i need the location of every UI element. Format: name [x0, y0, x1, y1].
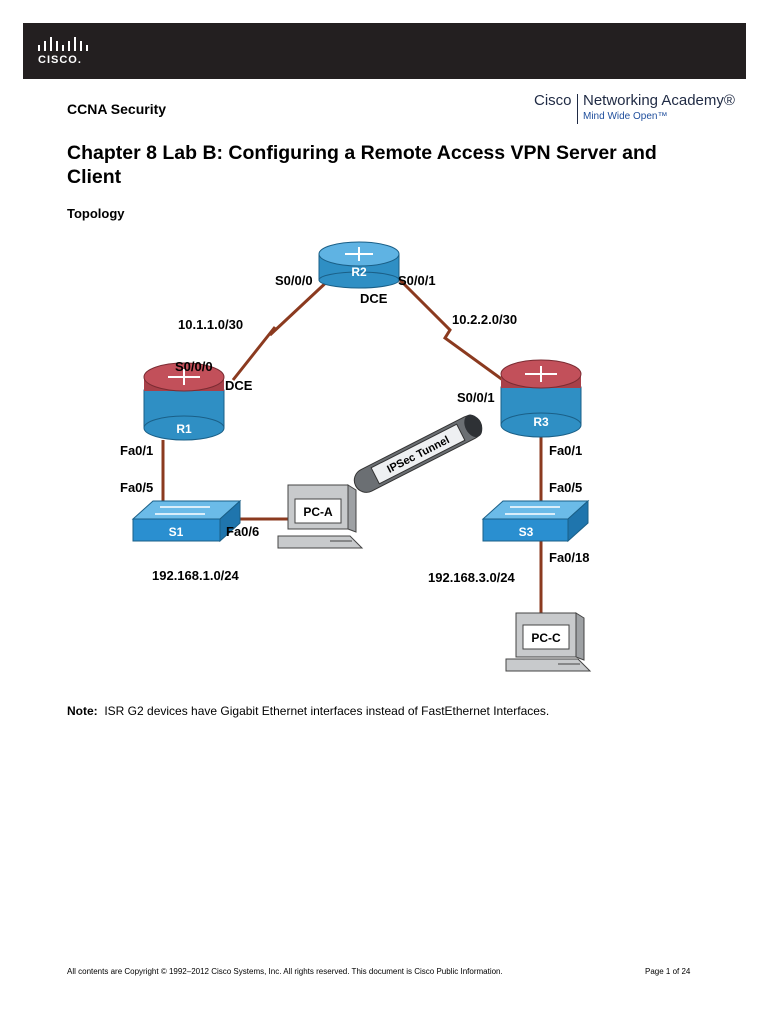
- r1-label: R1: [176, 422, 192, 436]
- router-r3: R3: [500, 359, 582, 438]
- footer-page-number: Page 1 of 24: [645, 967, 691, 976]
- pc-c: PC-C: [505, 612, 592, 672]
- course-name: CCNA Security: [67, 101, 167, 117]
- note-label: Note:: [67, 704, 98, 718]
- academy-tagline: Mind Wide Open™: [583, 111, 668, 122]
- lan3-label: 192.168.3.0/24: [428, 570, 516, 585]
- lan1-label: 192.168.1.0/24: [152, 568, 240, 583]
- section-heading: Topology: [67, 206, 125, 221]
- topology-diagram: IPSec Tunnel R2 R1 R3 S1: [120, 241, 592, 672]
- r2-s001-label: S0/0/1: [398, 273, 436, 288]
- note-text: ISR G2 devices have Gigabit Ethernet int…: [104, 704, 550, 718]
- academy-name-text: Networking Academy®: [583, 92, 735, 109]
- pca-label: PC-A: [303, 505, 333, 519]
- r3-fa01-label: Fa0/1: [549, 443, 582, 458]
- pc-a: PC-A: [277, 484, 364, 549]
- s1-label: S1: [169, 525, 184, 539]
- footer-copyright: All contents are Copyright © 1992–2012 C…: [67, 967, 503, 976]
- switch-arrows-icon: [505, 506, 560, 515]
- academy-cisco-text: Cisco: [534, 92, 572, 109]
- s3-fa05-label: Fa0/5: [549, 480, 582, 495]
- r1-fa01-label: Fa0/1: [120, 443, 153, 458]
- s3-label: S3: [519, 525, 534, 539]
- r1-dce-label: DCE: [225, 378, 253, 393]
- switch-arrows-icon: [155, 506, 210, 515]
- academy-logo: Cisco Networking Academy® Mind Wide Open…: [534, 92, 746, 128]
- switch-s1: S1: [131, 499, 242, 543]
- cisco-bars-icon: [38, 37, 88, 51]
- router-arrows-icon: [525, 366, 557, 382]
- header-bar: CISCO.: [23, 23, 746, 79]
- cisco-brand-text: CISCO.: [38, 54, 82, 66]
- r2-s000-label: S0/0/0: [275, 273, 313, 288]
- s1-fa06-label: Fa0/6: [226, 524, 259, 539]
- s3-fa018-label: Fa0/18: [549, 550, 589, 565]
- pcc-label: PC-C: [531, 631, 561, 645]
- r2-dce-label: DCE: [360, 291, 388, 306]
- serial-link-r1-r2: [231, 275, 334, 381]
- academy-divider: [577, 94, 578, 124]
- s1-fa05-label: Fa0/5: [120, 480, 153, 495]
- r3-s001-label: S0/0/1: [457, 390, 495, 405]
- page-title: Chapter 8 Lab B: Configuring a Remote Ac…: [67, 142, 657, 188]
- net-r1-r2-label: 10.1.1.0/30: [178, 317, 243, 332]
- note-paragraph: Note: ISR G2 devices have Gigabit Ethern…: [67, 704, 549, 718]
- r3-label: R3: [533, 415, 549, 429]
- ipsec-tunnel: IPSec Tunnel: [353, 414, 483, 493]
- net-r2-r3-label: 10.2.2.0/30: [452, 312, 517, 327]
- router-r1: R1: [143, 362, 225, 441]
- r2-label: R2: [351, 265, 367, 279]
- router-arrows-icon: [168, 369, 200, 385]
- serial-link-r2-r3: [393, 273, 508, 385]
- r1-s000-label: S0/0/0: [175, 359, 213, 374]
- switch-s3: S3: [481, 499, 590, 543]
- router-r2: R2: [318, 241, 400, 289]
- router-arrows-icon: [345, 247, 373, 261]
